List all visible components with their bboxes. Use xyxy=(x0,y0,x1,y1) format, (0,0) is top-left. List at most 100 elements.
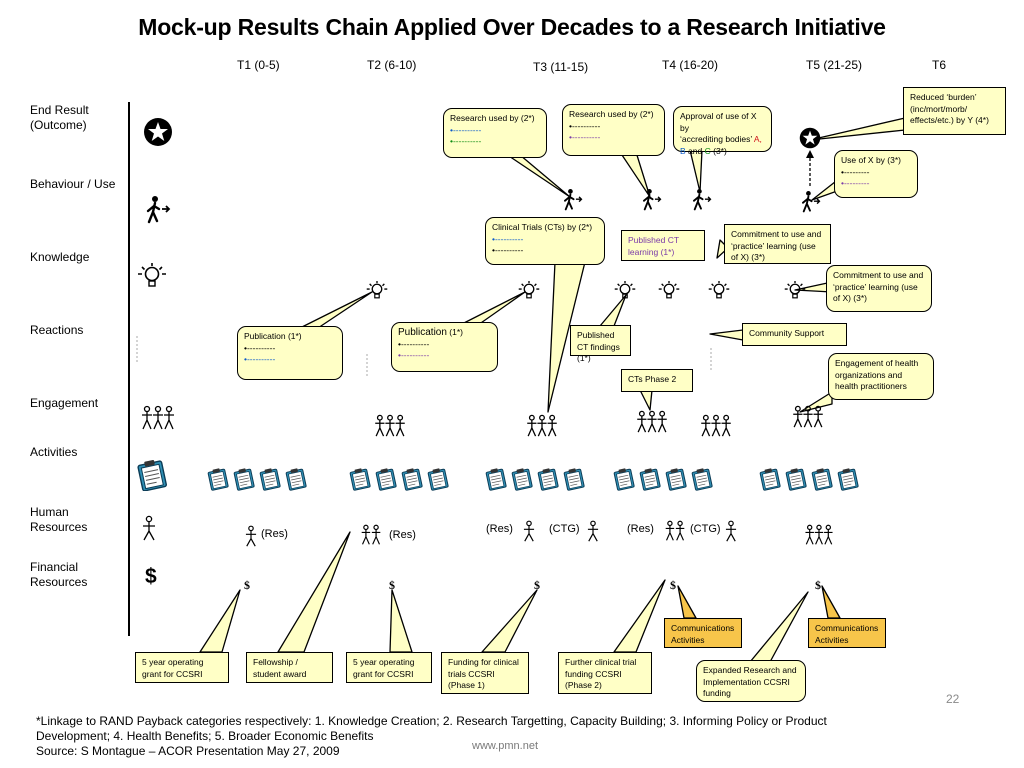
bullet-line-2: •---------- xyxy=(450,136,482,146)
lightbulb-icon xyxy=(614,280,636,299)
row-label-activities: Activities xyxy=(30,445,78,459)
resource-label-ctg: (CTG) xyxy=(690,523,721,535)
callout-text: Community Support xyxy=(749,328,825,338)
callout-commitment-1: Commitment to use and ‘practice’ learnin… xyxy=(724,224,831,264)
callout-text: Funding for clinical trials CCSRI (Phase… xyxy=(448,657,519,690)
callout-grant-2: 5 year operating grant for CCSRI xyxy=(346,652,432,683)
callout-title: Use of X by (3*) xyxy=(841,155,901,165)
callout-text: and xyxy=(688,145,703,156)
bullet-line-1: •---------- xyxy=(492,233,524,244)
clipboard-icon xyxy=(811,468,833,491)
lightbulb-icon xyxy=(138,263,166,287)
clipboard-icon xyxy=(285,468,307,491)
clipboard-icon xyxy=(691,468,713,491)
callout-comm-activities-2: Communications Activities xyxy=(808,618,886,648)
callout-publication-1: Publication (1*) •---------- •---------- xyxy=(237,326,343,380)
tail-comm-activities-1 xyxy=(677,585,697,619)
callout-research-used-2: Research used by (2*) •---------- •-----… xyxy=(562,104,665,156)
clipboard-icon xyxy=(759,468,781,491)
people-group-icon xyxy=(665,520,685,541)
resource-label-ctg: (CTG) xyxy=(549,523,580,535)
tail-publication-2 xyxy=(459,291,526,326)
callout-text: Commitment to use and ‘practice’ learnin… xyxy=(833,270,924,303)
people-group-icon xyxy=(793,405,823,428)
bullet-line-2: •---------- xyxy=(398,350,430,360)
callout-published-ct-learning: Published CT learning (1*) xyxy=(621,230,705,261)
callout-text: 5 year operating grant for CCSRI xyxy=(142,657,204,679)
tail-further-ct xyxy=(613,579,666,653)
dollar-icon: $ xyxy=(670,578,676,592)
tail-cts-phase2 xyxy=(639,389,653,411)
clipboard-icon xyxy=(485,468,507,491)
tail-grant-1 xyxy=(199,589,241,653)
callout-text: Communications Activities xyxy=(671,623,735,645)
callout-funding-ct: Funding for clinical trials CCSRI (Phase… xyxy=(441,652,529,694)
period-t1: T1 (0-5) xyxy=(237,58,280,72)
body-b: B xyxy=(680,145,686,156)
callout-grant-1: 5 year operating grant for CCSRI xyxy=(135,652,229,683)
callout-title: Clinical Trials (CTs) by (2*) xyxy=(492,222,593,232)
callout-use-of-x: Use of X by (3*) •--------- •--------- xyxy=(834,150,918,198)
callout-cts-phase2: CTs Phase 2 xyxy=(621,369,693,392)
period-t3: T3 (11-15) xyxy=(533,60,589,74)
callout-clinical-trials: Clinical Trials (CTs) by (2*) •---------… xyxy=(485,217,605,265)
people-group-icon xyxy=(142,405,174,430)
body-c: C xyxy=(704,145,711,156)
tail-grant-2 xyxy=(389,589,413,653)
callout-text: ‘accrediting bodies’ xyxy=(680,134,752,144)
clipboard-icon xyxy=(785,468,807,491)
clipboard-icon xyxy=(375,468,397,491)
dollar-icon: $ xyxy=(815,578,821,592)
bullet-line-1: •--------- xyxy=(841,166,870,177)
callout-community-support: Community Support xyxy=(742,323,847,346)
clipboard-icon xyxy=(563,468,585,491)
clipboard-icon xyxy=(233,468,255,491)
tail-community-support xyxy=(709,329,744,341)
tail-funding-ct xyxy=(481,589,538,653)
callout-publication-2: Publication (1*) •---------- •---------- xyxy=(391,322,498,372)
walking-person-icon xyxy=(563,189,583,211)
row-label-end-result: End Result (Outcome) xyxy=(30,103,89,132)
callout-text: Engagement of health organizations and h… xyxy=(835,358,919,391)
callout-title: Research used by (2*) xyxy=(569,109,654,119)
clipboard-icon xyxy=(639,468,661,491)
period-t6: T6 xyxy=(932,58,947,72)
dashed-arrow-head xyxy=(806,150,814,158)
resource-label-res: (Res) xyxy=(486,523,513,535)
diagram-title: Mock-up Results Chain Applied Over Decad… xyxy=(138,14,886,40)
callout-text: Published CT findings (1*) xyxy=(577,330,620,363)
clipboard-icon xyxy=(137,459,167,491)
clipboard-icon xyxy=(259,468,281,491)
walking-person-icon xyxy=(692,189,712,211)
callout-text: Commitment to use and ‘practice’ learnin… xyxy=(731,229,822,262)
lightbulb-icon xyxy=(658,280,680,299)
callout-text: CTs Phase 2 xyxy=(628,374,677,384)
bullet-line-2: •--------- xyxy=(841,178,870,188)
callout-text: Reduced ‘burden’ (inc/mort/morb/ effects… xyxy=(910,92,989,125)
clipboard-icon xyxy=(537,468,559,491)
footnote-line: *Linkage to RAND Payback categories resp… xyxy=(36,714,827,728)
people-group-icon xyxy=(527,414,557,437)
walking-person-icon xyxy=(146,196,171,224)
person-icon xyxy=(143,515,155,541)
callout-text: Further clinical trial funding CCSRI (Ph… xyxy=(565,657,637,690)
callout-expanded-research: Expanded Research and Implementation CCS… xyxy=(696,660,806,702)
resource-label-res: (Res) xyxy=(261,528,288,540)
clipboard-icon xyxy=(511,468,533,491)
dollar-icon: $ xyxy=(244,578,250,592)
callout-text: 5 year operating grant for CCSRI xyxy=(353,657,415,679)
lightbulb-icon xyxy=(708,280,730,299)
person-icon xyxy=(587,520,599,542)
footnote-source: Source: S Montague – ACOR Presentation M… xyxy=(36,744,340,758)
callout-commitment-2: Commitment to use and ‘practice’ learnin… xyxy=(826,265,932,312)
people-group-icon xyxy=(637,410,667,433)
lightbulb-icon xyxy=(784,280,806,299)
footnote-line: Development; 4. Health Benefits; 5. Broa… xyxy=(36,729,374,743)
person-icon xyxy=(725,520,737,542)
clipboard-icon xyxy=(613,468,635,491)
period-t2: T2 (6-10) xyxy=(367,58,417,72)
bullet-line-2: •---------- xyxy=(244,354,276,364)
tail-expanded-research xyxy=(749,591,809,663)
tail-fellowship xyxy=(277,531,351,653)
